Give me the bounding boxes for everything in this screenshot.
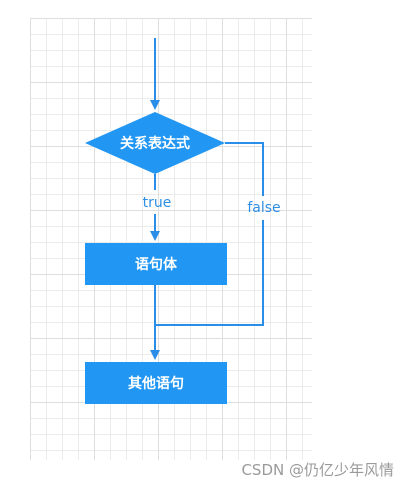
false-edge-upper (225, 142, 264, 196)
condition-diamond (85, 112, 225, 174)
true-label: true (143, 195, 172, 211)
condition-label: 关系表达式 (120, 135, 190, 152)
false-label: false (247, 200, 280, 216)
body-statement-box (85, 243, 227, 285)
next-statement-box (85, 362, 227, 404)
body-statement-label: 语句体 (135, 256, 178, 273)
false-edge-lower (155, 220, 264, 326)
next-statement-label: 其他语句 (128, 375, 184, 392)
watermark: CSDN @仍亿少年风情 (241, 461, 394, 479)
